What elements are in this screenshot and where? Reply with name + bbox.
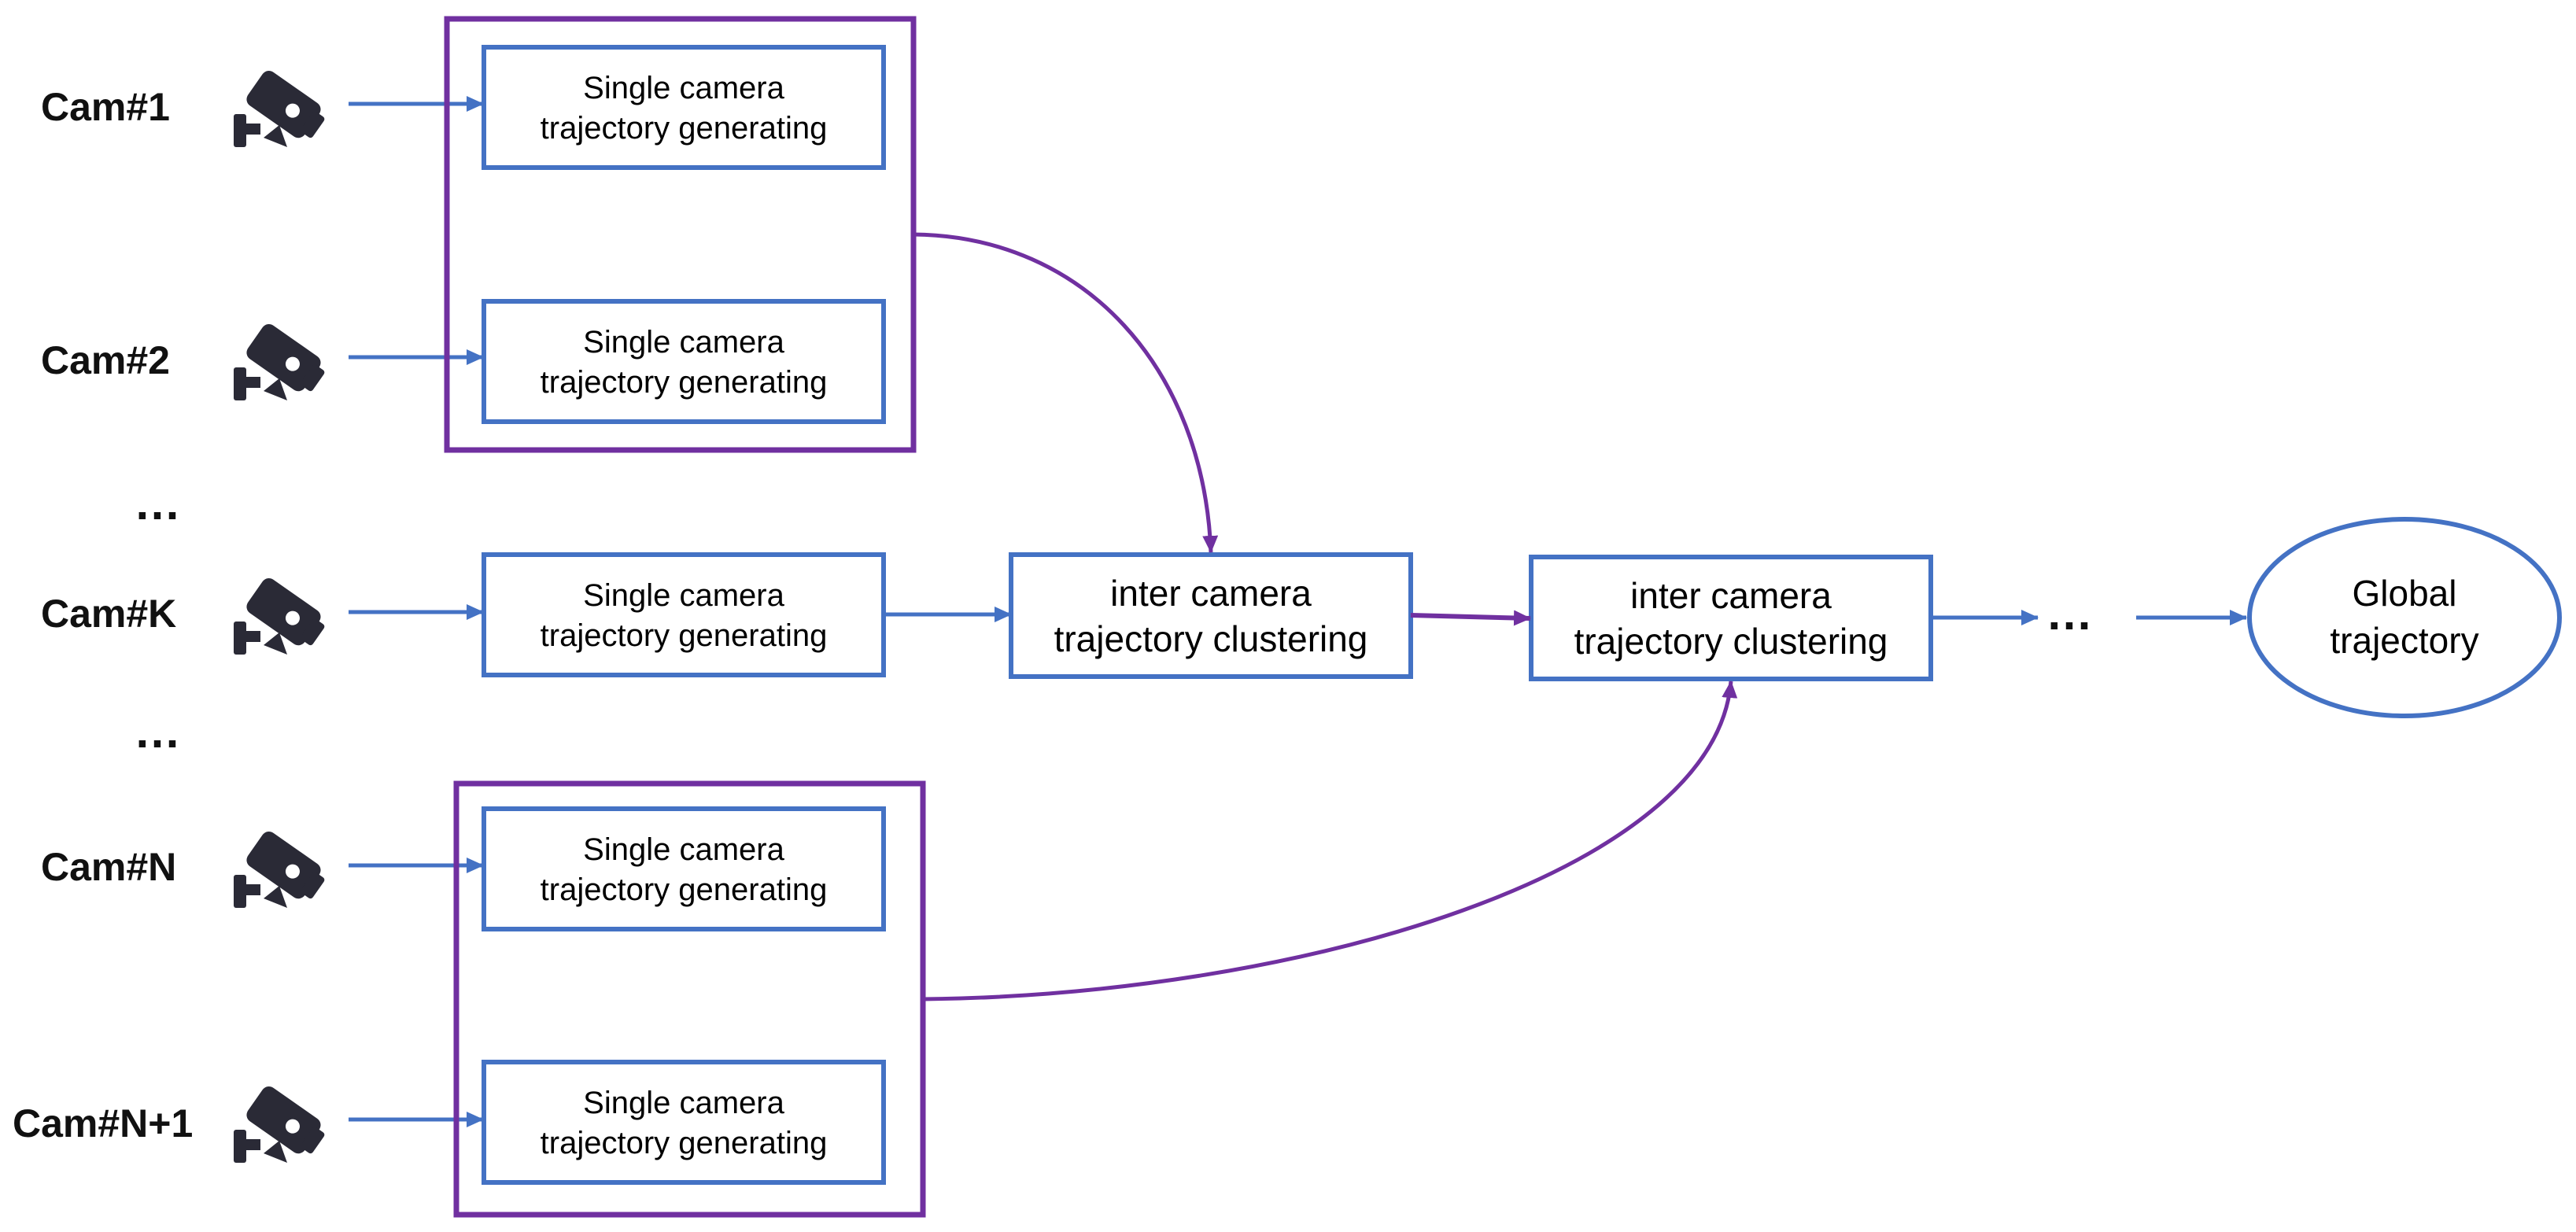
security-camera-icon (234, 575, 330, 655)
camera-label-n-plus-1: Cam#N+1 (13, 1101, 193, 1145)
single-camera-box-k: Single camera trajectory generating (482, 552, 886, 677)
inter-camera-clustering-box-2: inter camera trajectory clustering (1529, 555, 1933, 681)
camera-ellipsis-upper: … (134, 477, 181, 529)
camera-label-n: Cam#N (41, 845, 176, 889)
output-ellipsis: … (2046, 587, 2093, 640)
single-camera-line2: trajectory generating (541, 1126, 828, 1160)
security-camera-icon (234, 321, 330, 400)
single-camera-line1: Single camera (583, 832, 784, 867)
camera-label-2: Cam#2 (41, 338, 170, 382)
global-trajectory-line2: trajectory (2330, 620, 2478, 661)
clustering-line1: inter camera (1630, 575, 1832, 616)
single-camera-line2: trajectory generating (541, 365, 828, 400)
single-camera-line1: Single camera (583, 71, 784, 105)
single-camera-box-2: Single camera trajectory generating (482, 299, 886, 424)
camera-ellipsis-lower: … (134, 705, 181, 758)
clustering-line2: trajectory clustering (1054, 618, 1368, 659)
global-trajectory-node: Global trajectory (2247, 517, 2562, 718)
single-camera-line1: Single camera (583, 1086, 784, 1120)
security-camera-icon (234, 1083, 330, 1163)
camera-label-1: Cam#1 (41, 85, 170, 129)
single-camera-line2: trajectory generating (541, 618, 828, 653)
security-camera-icon (234, 828, 330, 908)
single-camera-box-n: Single camera trajectory generating (482, 806, 886, 931)
single-camera-box-1: Single camera trajectory generating (482, 45, 886, 170)
single-camera-box-n-plus-1: Single camera trajectory generating (482, 1060, 886, 1185)
single-camera-line2: trajectory generating (541, 872, 828, 907)
top-group-to-cluster-1-curve (913, 232, 1219, 553)
cluster-1-to-cluster-2-arrow (1410, 610, 1531, 626)
single-camera-line1: Single camera (583, 578, 784, 613)
clustering-line2: trajectory clustering (1574, 621, 1888, 662)
camera-label-k: Cam#K (41, 592, 176, 636)
single-camera-line2: trajectory generating (541, 111, 828, 146)
clustering-line1: inter camera (1110, 573, 1312, 614)
security-camera-icon (234, 68, 330, 147)
global-trajectory-line1: Global (2353, 573, 2457, 614)
single-camera-line1: Single camera (583, 325, 784, 360)
inter-camera-clustering-box-1: inter camera trajectory clustering (1009, 552, 1413, 679)
bottom-group-to-cluster-2-curve (922, 681, 1738, 1001)
